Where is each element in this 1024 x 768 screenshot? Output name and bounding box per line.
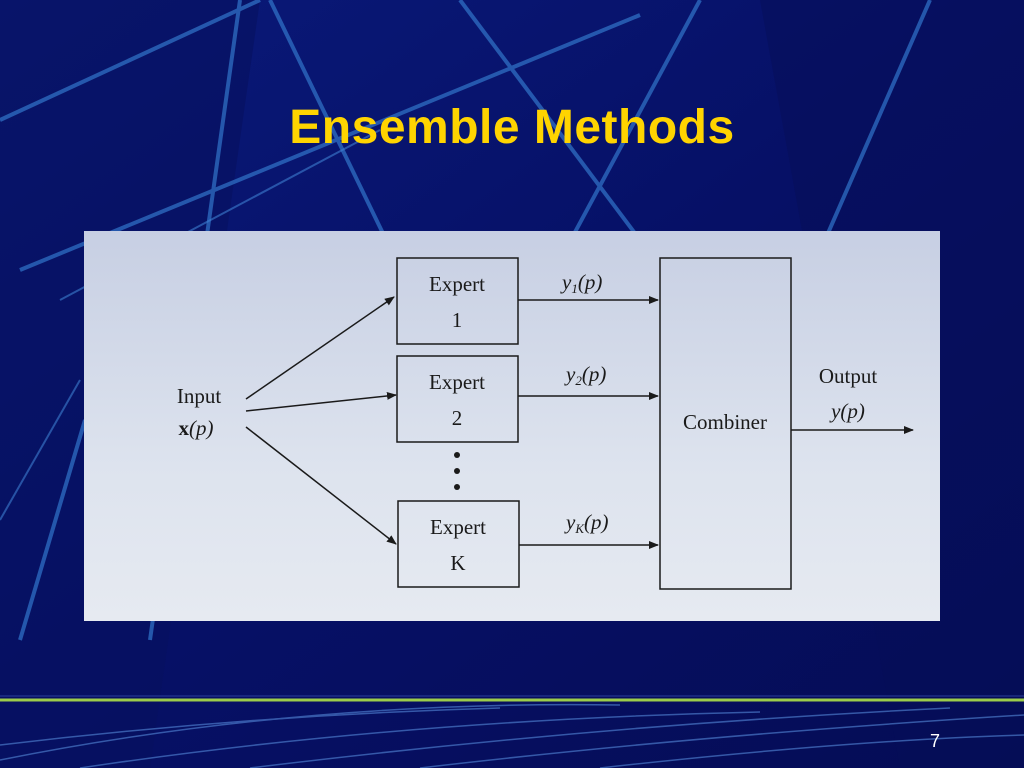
slide-title: Ensemble Methods (289, 101, 735, 154)
expert-k-output-label: yK(p) (564, 510, 609, 536)
svg-text:Expert: Expert (429, 370, 485, 394)
svg-text:Expert: Expert (429, 272, 485, 296)
combiner-box: Combiner (659, 257, 792, 590)
expert-2-box: Expert 2 (396, 355, 519, 443)
input-arrow-expert-k (245, 426, 397, 545)
output-label: Output (819, 364, 878, 388)
svg-text:Expert: Expert (430, 515, 486, 539)
input-arrow-expert-1 (245, 296, 395, 400)
input-arrow-expert-2 (245, 391, 397, 412)
ellipsis-dots (454, 452, 460, 490)
expert-2-output-label: y2(p) (564, 362, 606, 388)
input-variable: x(p) (179, 416, 214, 440)
diagram-panel: Input x(p) Expert 1 Expert 2 Expert K (84, 231, 940, 621)
svg-text:K: K (450, 551, 465, 575)
svg-text:1: 1 (452, 308, 463, 332)
svg-text:2: 2 (452, 406, 463, 430)
svg-text:Combiner: Combiner (683, 410, 767, 434)
page-number: 7 (929, 731, 940, 751)
expert-1-box: Expert 1 (396, 257, 519, 345)
ensemble-diagram: Input x(p) Expert 1 Expert 2 Expert K (177, 257, 914, 590)
expert-k-box: Expert K (397, 500, 520, 588)
output-variable: y(p) (829, 399, 865, 423)
expert-1-output-label: y1(p) (560, 270, 602, 296)
input-label: Input (177, 384, 221, 408)
